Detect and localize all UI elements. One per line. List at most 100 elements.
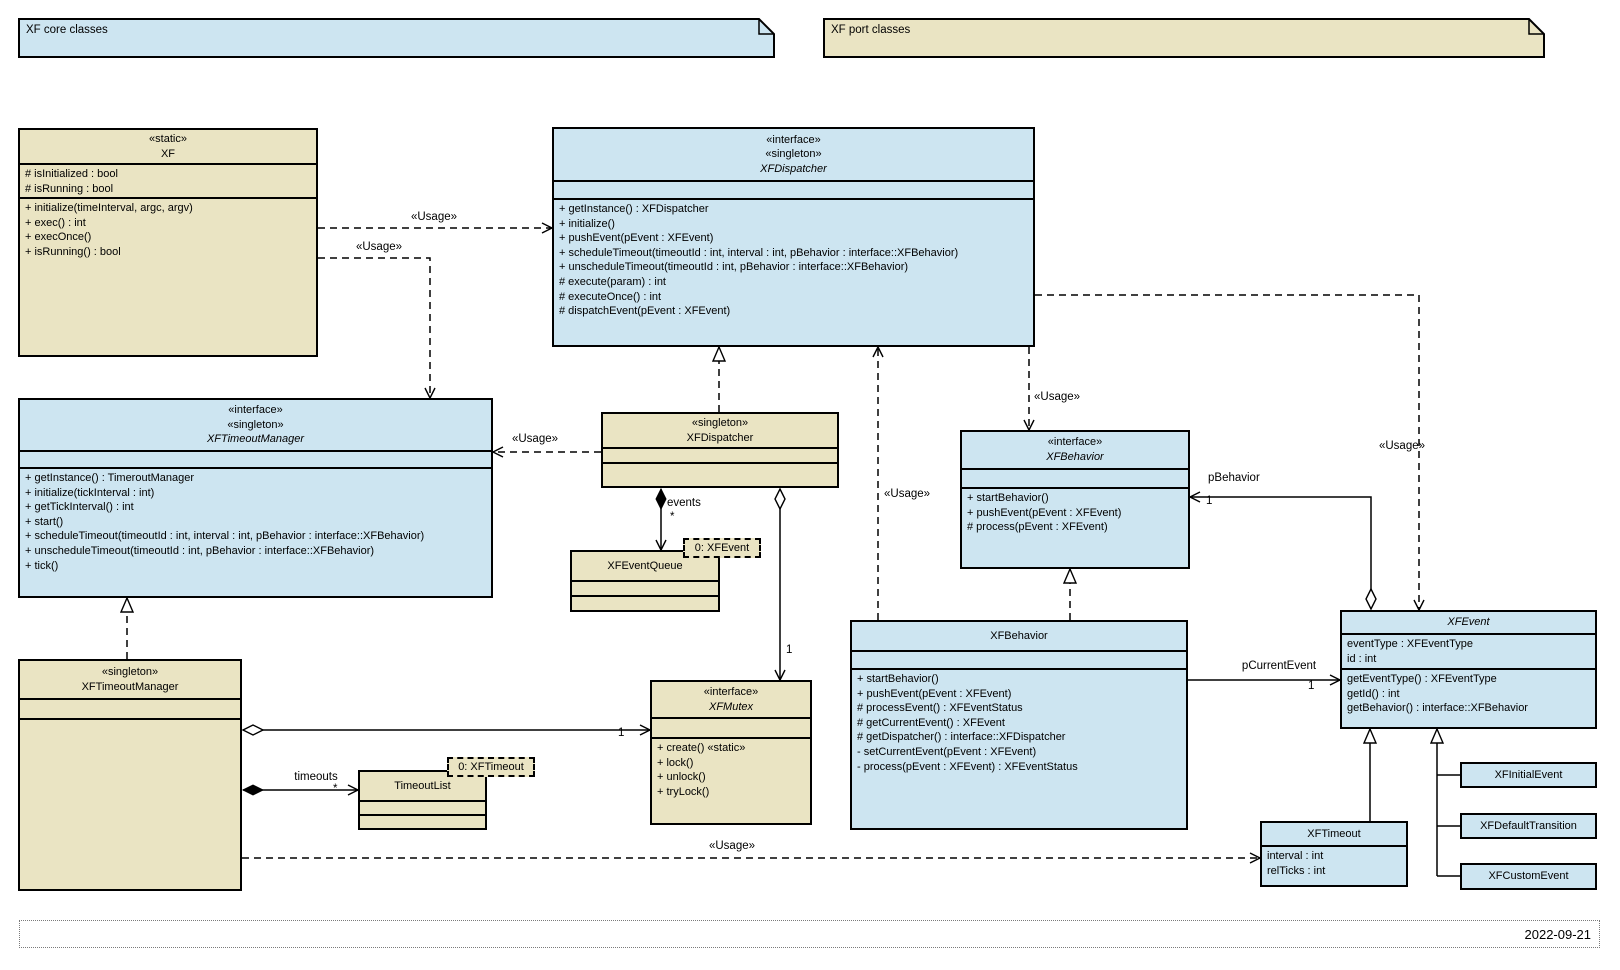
member-line: # dispatchEvent(pEvent : XFEvent) [559,305,731,318]
note-xf-port-classes[interactable]: XF port classes [823,18,1545,58]
member-line: interval : int [1267,850,1324,862]
stereotype: «interface» [703,685,759,698]
class-xf-behavior[interactable]: XFBehavior + startBehavior()+ pushEvent(… [850,620,1188,830]
stereotype: «singleton» [101,665,159,678]
usage-label: «Usage» [708,840,756,852]
attributes-compartment: # isInitialized : bool # isRunning : bool [20,163,316,197]
class-name: XFCustomEvent [1488,869,1569,882]
member-line: + startBehavior() [967,492,1049,504]
class-header: XFCustomEvent [1462,865,1595,887]
class-xf-behavior-interface[interactable]: «interface» XFBehavior + startBehavior()… [960,430,1190,569]
class-name: XF [160,147,176,160]
class-name: XFMutex [708,700,753,713]
class-header: «static» XF [20,130,316,163]
member-line: + pushEvent(pEvent : XFEvent) [857,687,1012,700]
member-line: + getInstance() : TimeroutManager [25,472,195,484]
member-line: + getTickInterval() : int [25,501,134,514]
date-stamp-box: 2022-09-21 [19,920,1600,948]
note-core-label: XF core classes [26,24,108,36]
class-name: XFDispatcher [686,431,754,444]
methods-compartment: + initialize(timeInterval, argc, argv) + … [20,197,316,259]
class-header: XFEvent [1342,612,1595,633]
usage-label: «Usage» [1034,391,1081,403]
class-xf-dispatcher-singleton[interactable]: «singleton» XFDispatcher [601,412,839,488]
member-line: id : int [1347,652,1377,665]
member-line: getEventType() : XFEventType [1347,673,1497,685]
attributes-compartment [360,800,485,814]
role-label-events: events [667,497,701,509]
attributes-compartment [554,180,1033,198]
object-note-xftimeout[interactable]: 0: XFTimeout [447,757,535,777]
member-line: - process(pEvent : XFEvent) : XFEventSta… [857,760,1078,773]
edge-association-pbehavior[interactable] [1190,497,1371,609]
member-line: relTicks : int [1267,864,1326,877]
role-label-pbehavior: pBehavior [1208,472,1260,484]
member-line: eventType : XFEventType [1347,638,1473,650]
member-line: + isRunning() : bool [25,245,121,258]
multiplicity-star: * [670,511,675,523]
date-stamp: 2022-09-21 [1524,926,1592,942]
member-line: + scheduleTimeout(timeoutId : int, inter… [559,246,959,259]
attributes-compartment [652,717,810,737]
class-name: XFDefaultTransition [1480,819,1577,832]
class-xf-timeout-manager-singleton[interactable]: «singleton» XFTimeoutManager [18,659,242,891]
note-xf-core-classes[interactable]: XF core classes [18,18,775,58]
class-name: XFEvent [1447,616,1490,629]
class-header: XFTimeout [1262,823,1406,845]
class-xf-custom-event[interactable]: XFCustomEvent [1460,863,1597,890]
class-xf-event-queue[interactable]: XFEventQueue [570,550,720,612]
member-line: + unscheduleTimeout(timeoutId : int, pBe… [25,544,375,557]
class-xf-default-transition[interactable]: XFDefaultTransition [1460,813,1597,839]
class-header: «interface» «singleton» XFDispatcher [554,129,1033,180]
member-line: + unlock() [657,771,706,784]
class-name: XFTimeoutManager [206,433,305,446]
multiplicity-one: 1 [786,644,793,656]
member-line: + unscheduleTimeout(timeoutId : int, pBe… [559,261,909,274]
methods-compartment: + startBehavior()+ pushEvent(pEvent : XF… [962,487,1188,535]
class-header: XFInitialEvent [1462,764,1595,786]
member-line: # executeOnce() : int [559,290,662,303]
class-xf-timeout[interactable]: XFTimeout interval : int relTicks : int [1260,821,1408,887]
class-xf-dispatcher-interface[interactable]: «interface» «singleton» XFDispatcher + g… [552,127,1035,347]
class-name: XFBehavior [990,629,1048,642]
member-line: + execOnce() [25,231,92,244]
multiplicity-one: 1 [618,727,625,739]
attributes-compartment [962,468,1188,487]
methods-compartment [360,814,485,818]
member-line: # isRunning : bool [25,182,114,195]
usage-label: «Usage» [884,488,931,500]
stereotype: «interface» [228,404,283,417]
class-name: XFBehavior [1046,451,1104,463]
methods-compartment: + create() «static»+ lock()+ unlock()+ t… [652,737,810,799]
member-line: getId() : int [1347,687,1400,700]
member-line: + pushEvent(pEvent : XFEvent) [559,232,714,245]
object-note-xfevent[interactable]: 0: XFEvent [683,538,761,558]
attributes-compartment: eventType : XFEventType id : int [1342,633,1595,668]
member-line: # isInitialized : bool [25,168,118,180]
multiplicity-one: 1 [1206,495,1213,507]
member-line: + create() «static» [657,742,746,754]
class-xf-mutex[interactable]: «interface» XFMutex + create() «static»+… [650,680,812,825]
class-xf[interactable]: «static» XF # isInitialized : bool # isRu… [18,128,318,357]
class-xf-initial-event[interactable]: XFInitialEvent [1460,762,1597,788]
member-line: + initialize(timeInterval, argc, argv) [25,202,193,214]
member-line: + initialize() [559,217,615,230]
class-header: TimeoutList [360,772,485,800]
class-name: XFInitialEvent [1494,768,1563,781]
methods-compartment [572,595,718,599]
class-timeout-list[interactable]: TimeoutList [358,770,487,830]
class-xf-timeout-manager-interface[interactable]: «interface» «singleton» XFTimeoutManager… [18,398,493,598]
member-line: + initialize(tickInterval : int) [25,486,155,499]
role-label-pcurrentevent: pCurrentEvent [1241,660,1317,672]
member-line: + exec() : int [25,216,86,229]
edge-usage-xf-to-xftimeoutmanager[interactable] [318,257,436,400]
class-header: XFEventQueue [572,552,718,580]
stereotype: «singleton» [691,416,749,429]
member-line: # processEvent() : XFEventStatus [857,702,1023,715]
attributes-compartment [603,447,837,462]
member-line: + tick() [25,559,59,572]
member-line: + getInstance() : XFDispatcher [559,203,709,215]
methods-compartment [603,462,837,466]
methods-compartment: + getInstance() : TimeroutManager + initi… [20,467,491,573]
